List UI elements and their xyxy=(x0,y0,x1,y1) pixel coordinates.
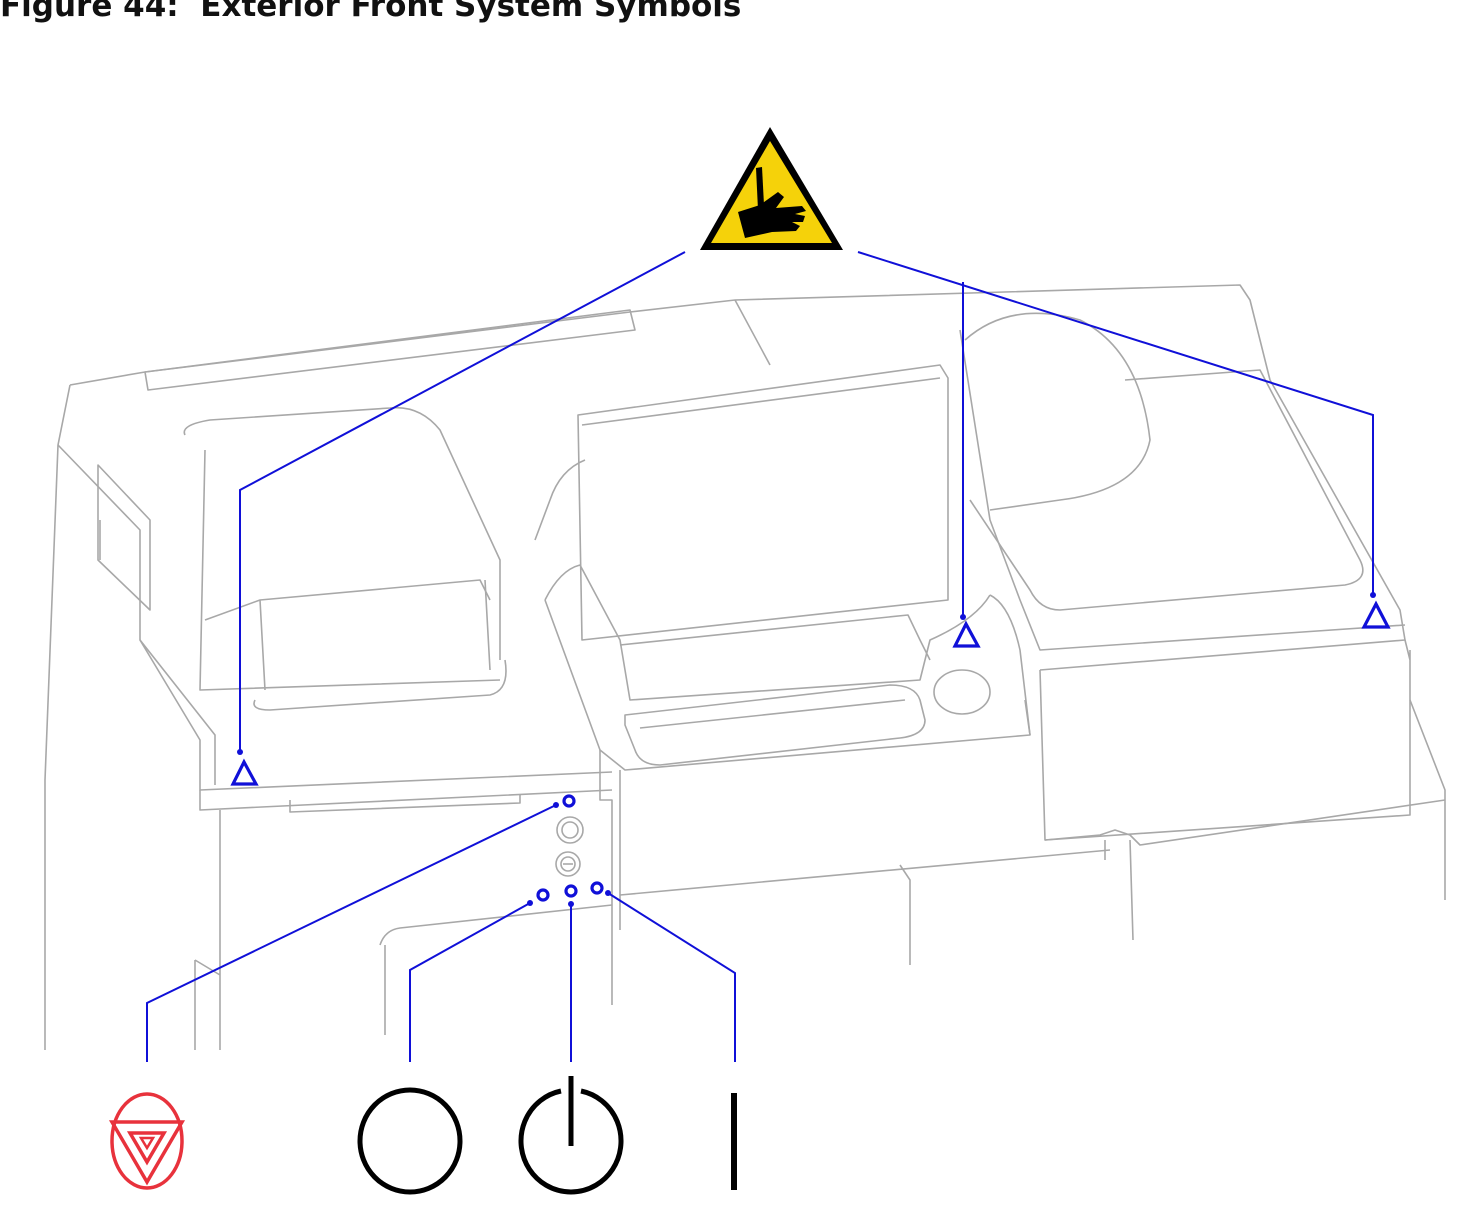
device-markers xyxy=(230,600,1391,902)
pinch-marker-left xyxy=(230,758,259,786)
power-standby-icon xyxy=(518,1076,624,1195)
standby-marker xyxy=(564,884,578,898)
off-marker xyxy=(536,888,550,902)
on-marker xyxy=(590,881,604,895)
power-off-circle-icon xyxy=(357,1087,463,1195)
figure-title: Figure 44: Exterior Front System Symbols xyxy=(0,0,742,24)
pinch-marker-center xyxy=(952,620,981,648)
pinch-marker-right xyxy=(1361,600,1391,629)
callout-lines xyxy=(146,251,1376,1062)
instrument-outline xyxy=(44,284,1446,1050)
hand-crush-warning-icon xyxy=(700,127,843,250)
emergency-stop-icon xyxy=(108,1092,186,1190)
estop-marker xyxy=(562,794,576,808)
